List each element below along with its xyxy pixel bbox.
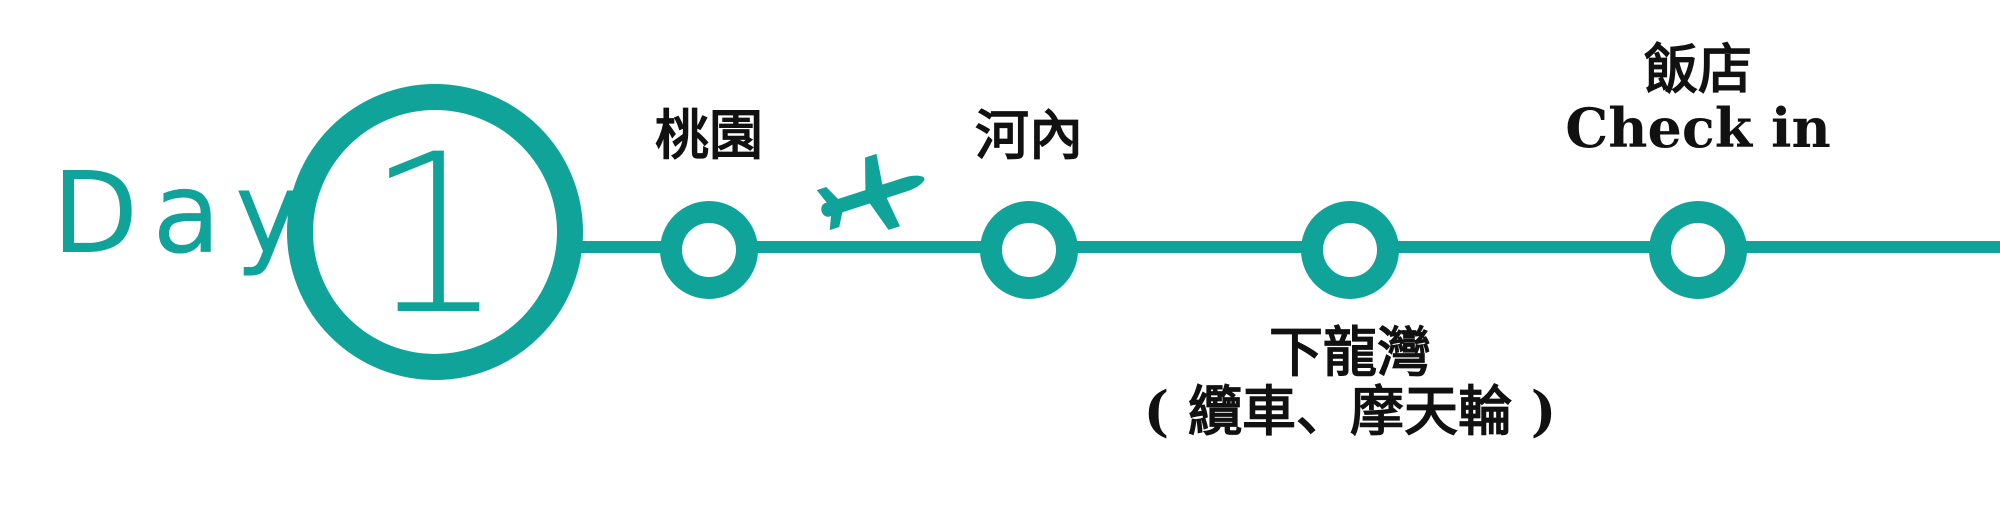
stop-label-text: 河內: [975, 103, 1083, 167]
stop-marker-hotel: [1649, 201, 1747, 299]
stop-label-line-1: 下龍灣: [1269, 320, 1431, 384]
stop-marker-halong: [1301, 201, 1399, 299]
timeline-line: [570, 241, 2000, 253]
stop-marker-taoyuan: [660, 201, 758, 299]
stop-marker-hanoi: [980, 201, 1078, 299]
day-number: 1: [365, 107, 505, 363]
day-word: Day: [52, 149, 316, 279]
stop-label-line-2: ( 纜車、摩天輪 ): [1143, 379, 1557, 444]
stop-label-line-2: Check in: [1565, 96, 1831, 161]
airplane-icon: [816, 153, 925, 231]
stop-label-line-1: 飯店: [1644, 37, 1752, 101]
stop-label-taoyuan: 桃園: [649, 103, 769, 167]
day-circle: [287, 84, 583, 380]
stop-label-halong: 下龍灣 ( 纜車、摩天輪 ): [1120, 320, 1580, 444]
stop-label-text: 桃園: [655, 103, 763, 167]
stop-label-hanoi: 河內: [969, 103, 1089, 167]
stop-label-hotel: 飯店 Check in: [1538, 37, 1858, 161]
